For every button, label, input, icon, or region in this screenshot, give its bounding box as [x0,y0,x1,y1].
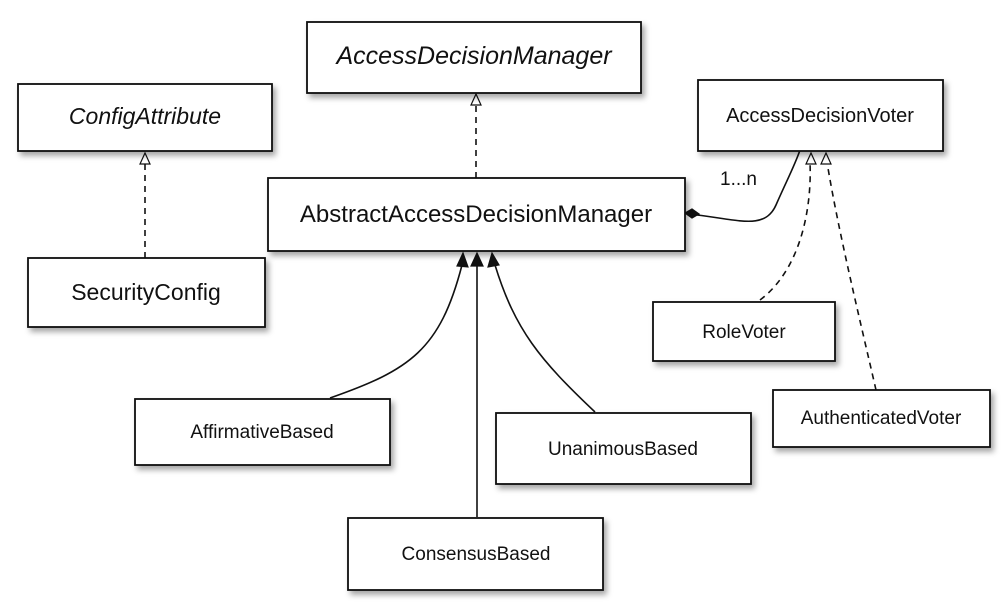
access-decision-voter-label: AccessDecisionVoter [726,105,914,127]
class-access-decision-manager: AccessDecisionManager [306,21,642,94]
composition-abstract-to-voter [696,149,801,223]
class-affirmative-based: AffirmativeBased [134,398,391,466]
unanimous-based-label: UnanimousBased [548,439,698,460]
multiplicity-label: 1...n [720,169,757,190]
access-decision-manager-label: AccessDecisionManager [334,42,613,70]
config-attribute-label: ConfigAttribute [69,103,221,129]
class-security-config: SecurityConfig [27,257,266,328]
generalization-unanimous-to-abstract [494,264,596,413]
hollow-arrowhead-accessdecisionmanager [470,92,482,106]
class-role-voter: RoleVoter [652,301,836,362]
class-access-decision-voter: AccessDecisionVoter [697,79,944,152]
consensus-based-label: ConsensusBased [402,544,551,565]
class-config-attribute: ConfigAttribute [17,83,273,152]
filled-arrowhead-unanimous [487,251,500,268]
hollow-arrowhead-rolevoter [805,151,817,165]
generalization-affirmative-to-abstract [329,264,463,399]
realization-rolevoter-to-accessdecisionvoter [759,161,812,301]
role-voter-label: RoleVoter [702,322,786,343]
class-unanimous-based: UnanimousBased [495,412,752,485]
affirmative-based-label: AffirmativeBased [190,422,333,443]
filled-arrowhead-affirmative [456,251,469,268]
hollow-arrowhead-authenticatedvoter [820,151,832,165]
authenticated-voter-label: AuthenticatedVoter [801,408,962,429]
class-consensus-based: ConsensusBased [347,517,604,591]
security-config-label: SecurityConfig [71,279,221,305]
arrowheads [139,92,832,268]
abstract-access-decision-manager-label: AbstractAccessDecisionManager [300,201,652,228]
realization-authenticatedvoter-to-accessdecisionvoter [826,161,877,391]
filled-arrowhead-consensus [470,251,484,267]
hollow-arrowhead-configattribute [139,151,151,165]
connectors [144,103,877,517]
class-abstract-access-decision-manager: AbstractAccessDecisionManager [267,177,686,252]
composition-diamond [683,208,701,219]
class-authenticated-voter: AuthenticatedVoter [772,389,991,448]
